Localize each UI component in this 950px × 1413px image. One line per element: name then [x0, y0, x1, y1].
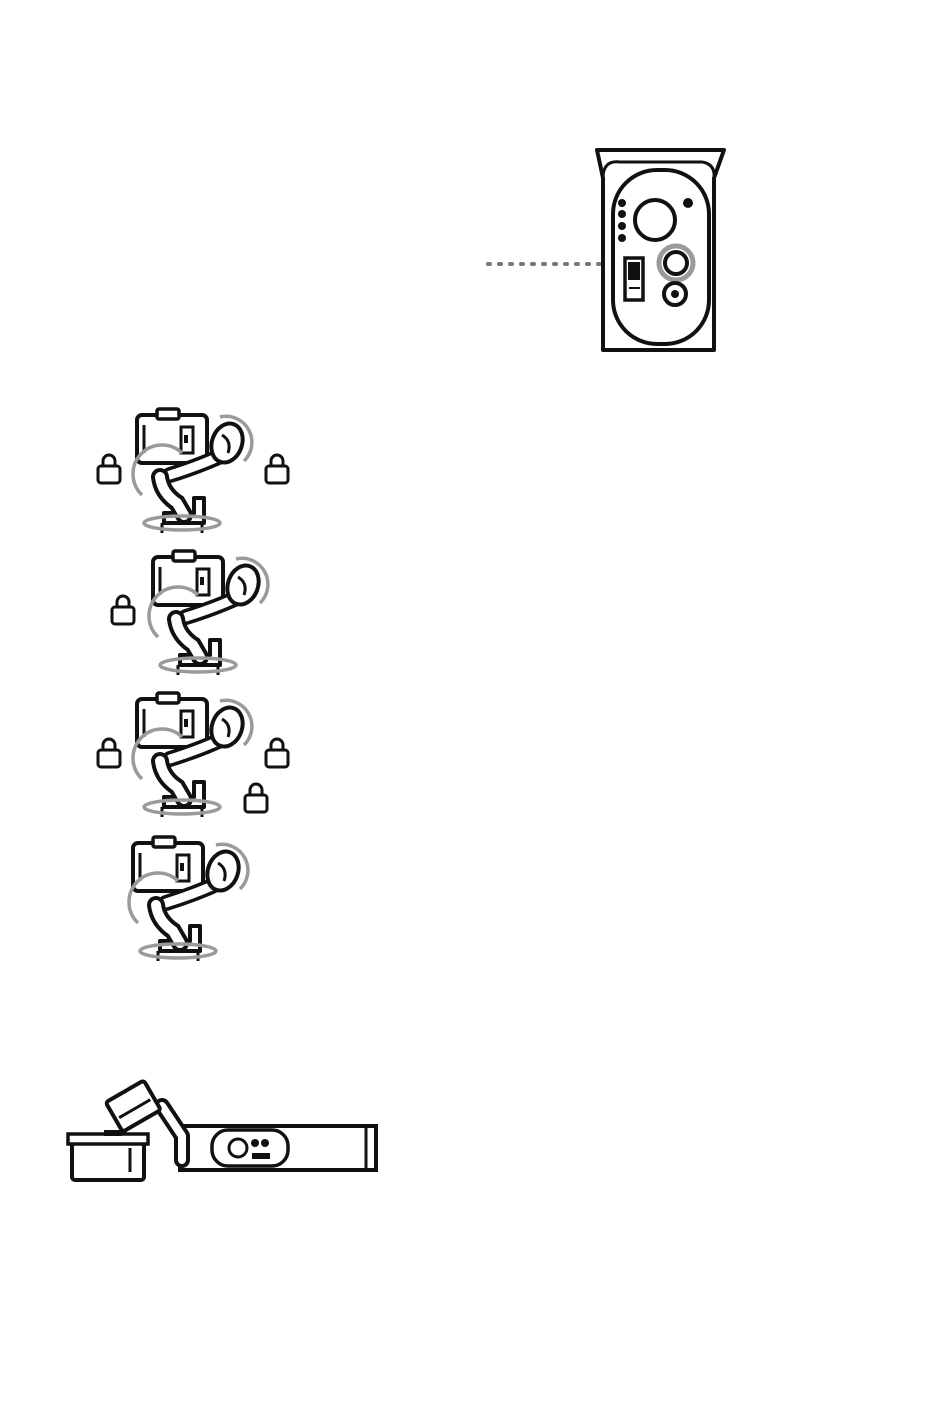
lock-icon — [112, 596, 134, 624]
mode-switch-icon — [625, 258, 643, 300]
control-panel-closeup — [488, 150, 724, 350]
lock-icon — [266, 739, 288, 767]
joystick-icon — [659, 246, 693, 280]
follow-mode-2 — [112, 551, 268, 675]
lock-icon — [98, 455, 120, 483]
gimbal-icon — [68, 1080, 376, 1180]
follow-mode-4 — [129, 837, 248, 961]
mode-button-icon — [635, 200, 675, 240]
lock-icon — [98, 739, 120, 767]
lock-icon — [245, 784, 267, 812]
lock-icon — [266, 455, 288, 483]
follow-mode-3 — [98, 693, 288, 817]
power-button-icon — [664, 283, 686, 305]
gimbal-horizontal-view — [68, 1080, 376, 1180]
follow-mode-1 — [98, 409, 288, 533]
follow-modes — [98, 409, 288, 961]
